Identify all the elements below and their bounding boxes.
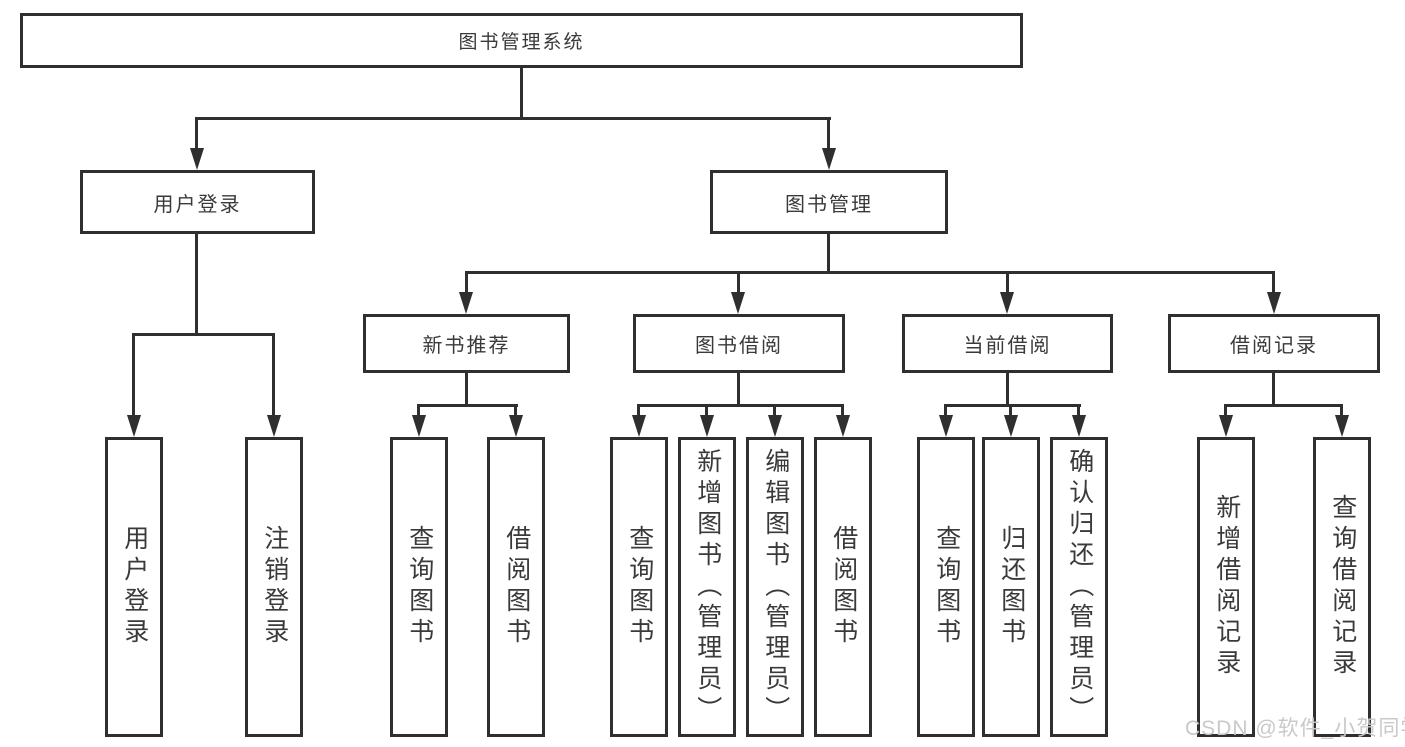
node-new-book-recommend: 新书推荐 <box>363 314 570 373</box>
node-label: 借阅图书 <box>829 525 858 649</box>
arrowhead-leaf <box>700 415 714 437</box>
node-label: 归还图书 <box>997 525 1026 649</box>
connector-stem-leaf-login <box>132 333 135 417</box>
node-label: 当前借阅 <box>963 335 1052 357</box>
connector-borrowing-hbar <box>637 404 844 407</box>
connector-stem <box>637 404 640 418</box>
csdn-watermark: CSDN @软件_小贺同学 <box>1185 717 1405 740</box>
connector-stem <box>944 404 947 418</box>
leaf-add-books-admin: 新增图书（管理员） <box>678 437 736 737</box>
node-label: 新书推荐 <box>422 335 511 357</box>
arrowhead-leaf <box>768 415 782 437</box>
node-label: 确认归还（管理员） <box>1065 447 1094 727</box>
leaf-logout: 注销登录 <box>245 437 303 737</box>
node-label: 借阅记录 <box>1230 335 1318 357</box>
connector-stem <box>1077 404 1080 418</box>
node-user-login-branch: 用户登录 <box>80 170 315 234</box>
node-label: 借阅图书 <box>502 525 531 649</box>
arrowhead-leaf <box>509 415 523 437</box>
connector-userlogin-trunk <box>195 234 198 336</box>
connector-stem <box>514 404 517 418</box>
node-label: 图书管理 <box>785 193 873 216</box>
leaf-query-books-recommend: 查询图书 <box>390 437 448 737</box>
connector-stem <box>773 404 776 418</box>
connector-stem <box>705 404 708 418</box>
arrowhead-leaf <box>1219 415 1233 437</box>
arrowhead-leaf <box>1335 415 1349 437</box>
node-label: 注销登录 <box>260 525 289 649</box>
leaf-edit-books-admin: 编辑图书（管理员） <box>746 437 804 737</box>
connector-stem-records <box>1272 271 1275 295</box>
leaf-confirm-return-admin: 确认归还（管理员） <box>1050 437 1108 737</box>
node-label: 图书管理系统 <box>458 32 585 53</box>
arrowhead-leaf <box>412 415 426 437</box>
leaf-user-login: 用户登录 <box>105 437 163 737</box>
connector-recommend-trunk <box>465 373 468 407</box>
node-label: 编辑图书（管理员） <box>761 447 790 727</box>
connector-stem-book-management <box>827 117 830 151</box>
node-book-borrowing: 图书借阅 <box>633 314 845 373</box>
connector-stem <box>1340 404 1343 418</box>
arrowhead-leaf-logout <box>267 415 281 437</box>
node-label: 查询图书 <box>625 525 654 649</box>
arrowhead-book-management <box>822 148 836 170</box>
arrowhead-user-login <box>190 148 204 170</box>
arrowhead-leaf <box>836 415 850 437</box>
connector-stem-borrowing <box>737 271 740 295</box>
arrowhead-leaf <box>1072 415 1086 437</box>
leaf-query-books-current: 查询图书 <box>917 437 975 737</box>
arrowhead-recommend <box>459 292 473 314</box>
leaf-query-borrow-record: 查询借阅记录 <box>1313 437 1371 737</box>
node-label: 查询借阅记录 <box>1328 494 1357 680</box>
leaf-borrow-books-recommend: 借阅图书 <box>487 437 545 737</box>
connector-records-hbar <box>1224 404 1343 407</box>
arrowhead-leaf-login <box>127 415 141 437</box>
node-root-library-system: 图书管理系统 <box>20 13 1023 68</box>
arrowhead-leaf <box>1004 415 1018 437</box>
connector-bookmgmt-trunk <box>827 234 830 274</box>
node-borrowing-records: 借阅记录 <box>1168 314 1380 373</box>
connector-current-trunk <box>1006 373 1009 407</box>
node-label: 用户登录 <box>153 193 242 216</box>
connector-stem <box>841 404 844 418</box>
connector-borrowing-trunk <box>737 373 740 407</box>
connector-current-hbar <box>944 404 1081 407</box>
connector-stem-current <box>1006 271 1009 295</box>
arrowhead-leaf <box>632 415 646 437</box>
node-current-borrowing: 当前借阅 <box>902 314 1113 373</box>
connector-root-trunk <box>520 68 523 120</box>
connector-recommend-hbar <box>417 404 518 407</box>
connector-records-trunk <box>1272 373 1275 407</box>
arrowhead-records <box>1267 292 1281 314</box>
leaf-borrow-books: 借阅图书 <box>814 437 872 737</box>
arrowhead-leaf <box>939 415 953 437</box>
node-label: 新增借阅记录 <box>1212 494 1241 680</box>
connector-stem <box>1224 404 1227 418</box>
arrowhead-borrowing <box>731 292 745 314</box>
leaf-return-books: 归还图书 <box>982 437 1040 737</box>
connector-stem <box>1009 404 1012 418</box>
connector-stem-user-login <box>195 117 198 151</box>
node-book-management-branch: 图书管理 <box>710 170 948 234</box>
node-label: 查询图书 <box>405 525 434 649</box>
connector-bookmgmt-hbar <box>465 271 1275 274</box>
node-label: 新增图书（管理员） <box>693 447 722 727</box>
connector-root-hbar <box>195 117 831 120</box>
node-label: 用户登录 <box>120 525 149 649</box>
connector-userlogin-hbar <box>132 333 275 336</box>
leaf-query-books-borrowing: 查询图书 <box>610 437 668 737</box>
connector-stem-leaf-logout <box>272 333 275 417</box>
leaf-add-borrow-record: 新增借阅记录 <box>1197 437 1255 737</box>
connector-stem-recommend <box>465 271 468 295</box>
arrowhead-current <box>1000 292 1014 314</box>
node-label: 查询图书 <box>932 525 961 649</box>
connector-stem <box>417 404 420 418</box>
node-label: 图书借阅 <box>695 335 783 357</box>
